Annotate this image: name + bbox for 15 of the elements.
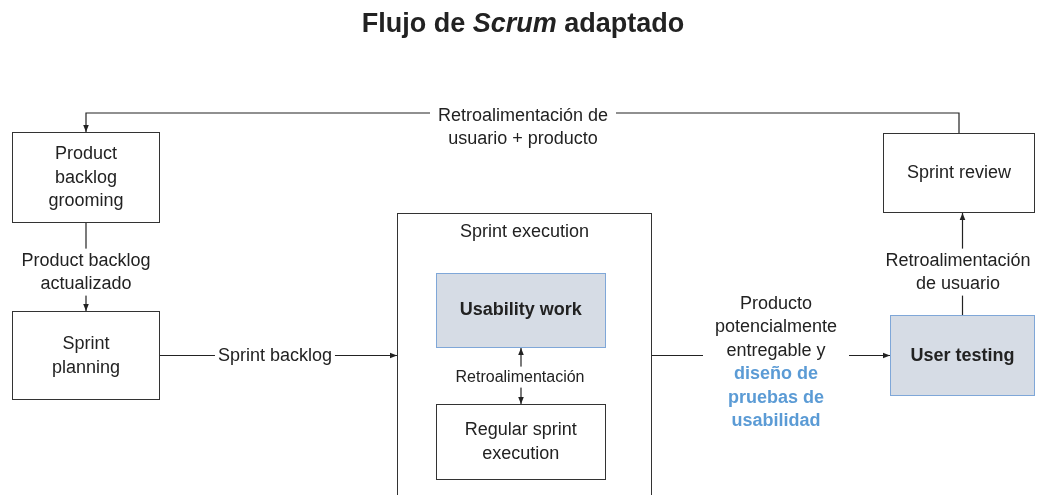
process-box	[435, 403, 606, 480]
process-box	[12, 311, 160, 400]
process-box	[435, 272, 606, 348]
container-box	[397, 213, 652, 495]
title: Flujo de Scrum adaptado	[360, 8, 686, 39]
process-box	[883, 133, 1035, 213]
box-label: Product backlog grooming	[47, 142, 125, 213]
box-label: User testing	[909, 343, 1016, 367]
process-box	[890, 315, 1035, 396]
box-heading: Sprint execution	[458, 220, 591, 243]
box-label: Sprint planning	[50, 332, 122, 379]
process-box	[12, 132, 160, 223]
box-label: Regular sprint execution	[463, 418, 578, 465]
box-label: Usability work	[458, 298, 583, 322]
box-label: Sprint review	[905, 161, 1012, 185]
